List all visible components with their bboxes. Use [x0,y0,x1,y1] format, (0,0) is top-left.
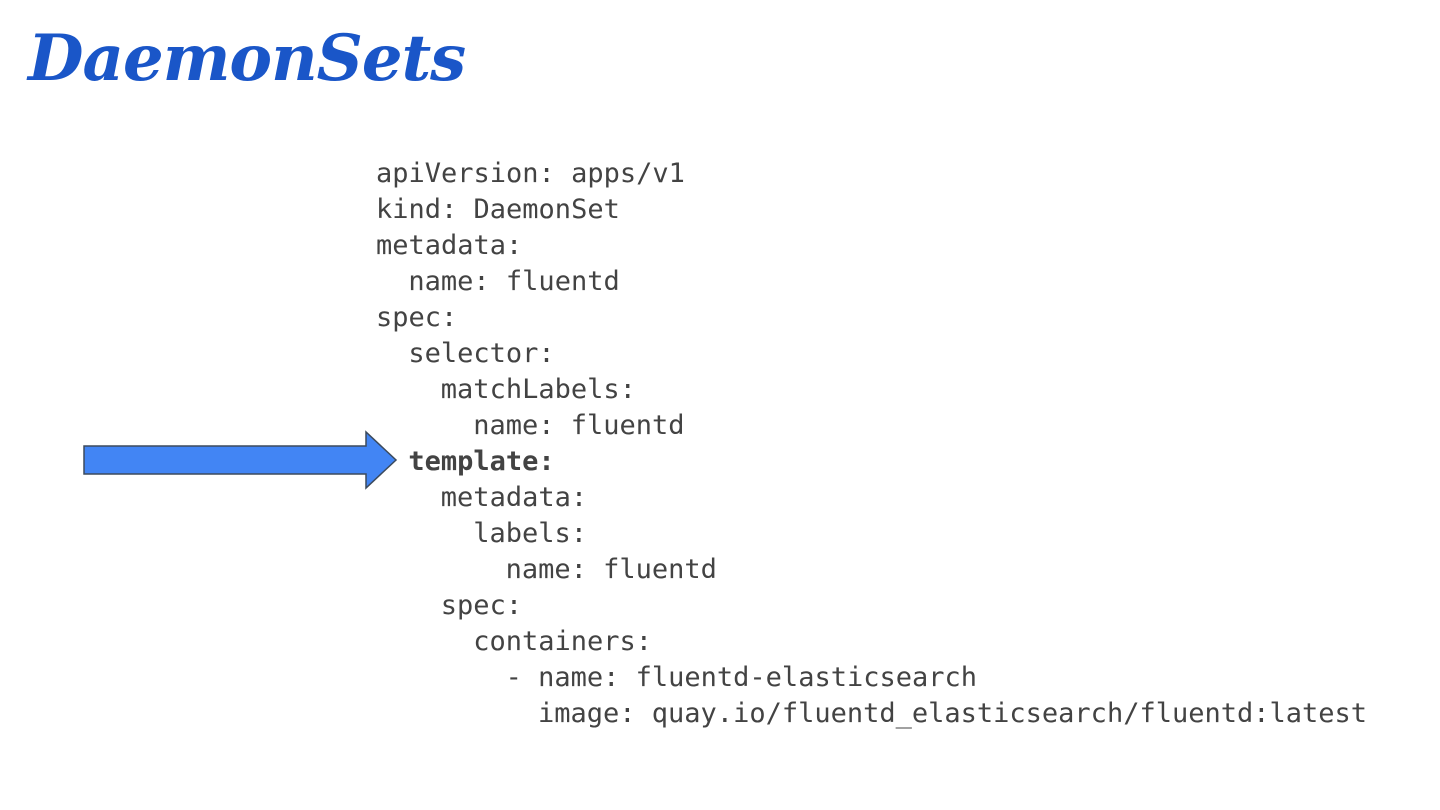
code-line: matchLabels: [440,374,636,405]
code-line: metadata: [376,230,523,261]
code-line: selector: [408,338,555,369]
pointer-arrow-icon [83,430,398,490]
slide-title: DaemonSets [28,21,466,96]
code-line: name: fluentd [473,410,685,441]
code-line: containers: [473,626,652,657]
code-line: spec: [376,302,458,333]
code-line: kind: DaemonSet [376,194,620,225]
code-line: - name: fluentd-elasticsearch [505,662,977,693]
yaml-code-block: apiVersion: apps/v1 kind: DaemonSet metada… [376,156,1367,732]
code-line: labels: [473,518,587,549]
code-line-highlighted: template: [408,446,555,477]
code-line: name: fluentd [505,554,717,585]
code-line: image: quay.io/fluentd_elasticsearch/flu… [538,698,1368,729]
code-line: spec: [440,590,523,621]
code-line: name: fluentd [408,266,620,297]
code-line: apiVersion: apps/v1 [376,158,685,189]
code-line: metadata: [440,482,588,513]
